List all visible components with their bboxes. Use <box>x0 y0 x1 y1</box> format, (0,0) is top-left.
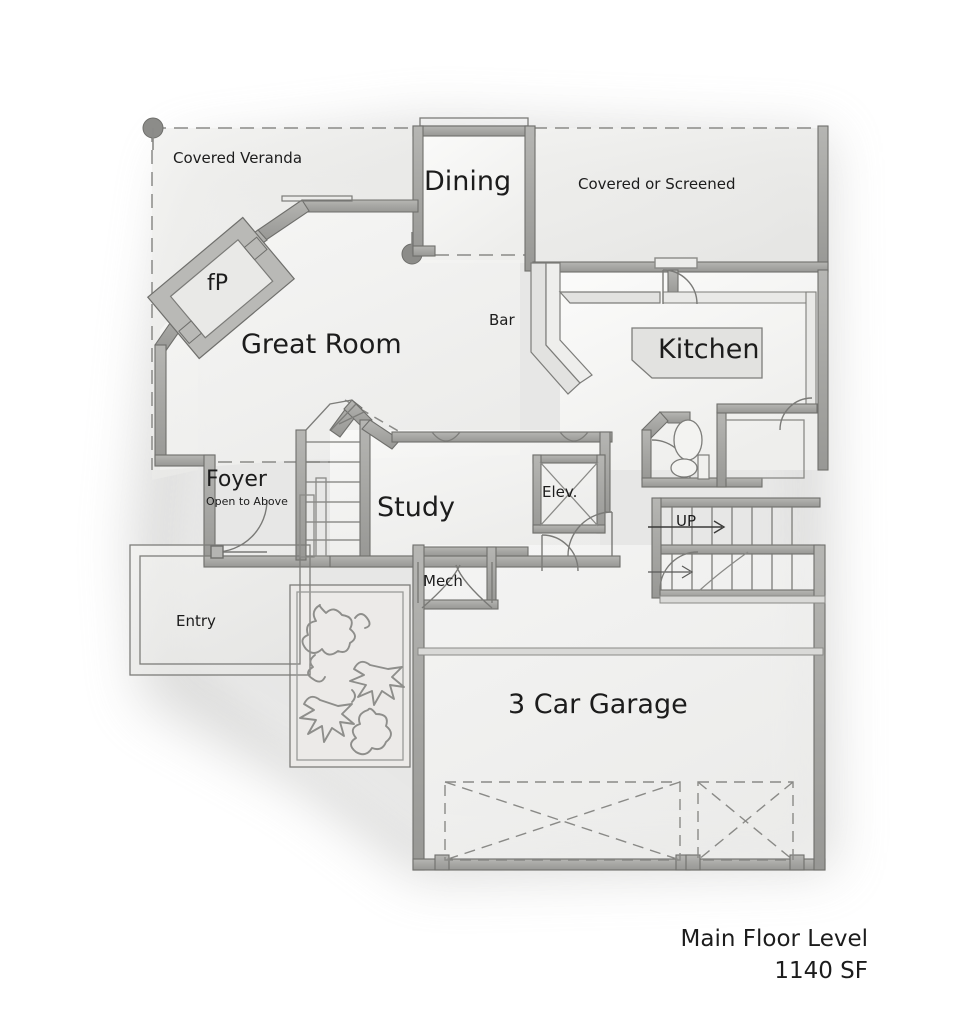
label-study: Study <box>377 492 455 523</box>
label-covered-or-screened: Covered or Screened <box>578 175 736 193</box>
label-mechanical: Mech <box>423 572 463 590</box>
label-elevator: Elev. <box>542 483 577 501</box>
label-stair-up: UP <box>676 512 696 530</box>
landscape-plantings <box>299 604 405 756</box>
label-covered-veranda: Covered Veranda <box>173 149 302 167</box>
kitchen-island <box>631 327 763 379</box>
sink-icon <box>697 454 710 480</box>
thin-detail-lines <box>129 419 805 768</box>
door-swings <box>210 257 813 609</box>
foyer-staircase <box>299 399 365 558</box>
title-line-1: Main Floor Level <box>681 926 868 952</box>
label-foyer: Foyer <box>206 467 268 492</box>
label-entry: Entry <box>176 612 216 630</box>
toilet-icon <box>670 458 698 478</box>
title-line-2: 1140 SF <box>774 958 868 984</box>
label-fireplace: fP <box>207 271 228 296</box>
label-kitchen: Kitchen <box>658 334 759 365</box>
room-labels: Covered Veranda Dining Covered or Screen… <box>173 149 759 720</box>
title-block: Main Floor Level 1140 SF <box>681 926 868 984</box>
mirror-icon <box>673 419 703 461</box>
label-open-to-above: Open to Above <box>206 495 288 508</box>
label-garage: 3 Car Garage <box>508 689 688 720</box>
label-dining: Dining <box>424 166 511 197</box>
bathroom-fixtures <box>670 419 710 480</box>
garage-door-openings <box>444 781 794 861</box>
up-staircase <box>648 507 793 591</box>
label-great-room: Great Room <box>241 329 402 360</box>
label-bar: Bar <box>489 311 515 329</box>
